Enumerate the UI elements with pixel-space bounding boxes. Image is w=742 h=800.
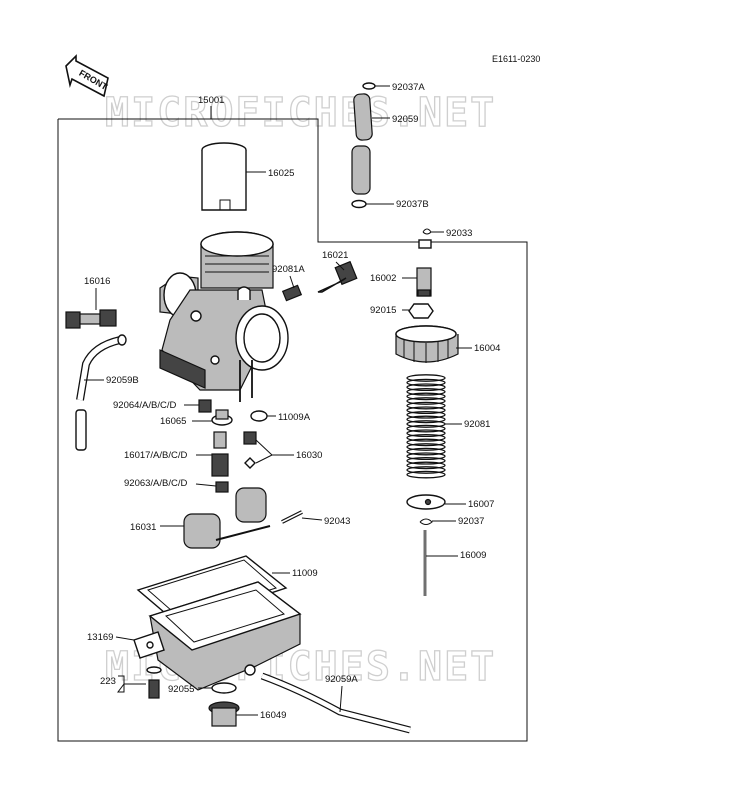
float-16031-icon xyxy=(183,487,271,549)
clip-92033-icon xyxy=(422,228,432,235)
part-label: 92081 xyxy=(464,419,490,430)
part-label: 92037B xyxy=(396,199,429,210)
plate-16007-icon xyxy=(406,494,446,510)
part-label: 92059B xyxy=(106,375,139,386)
part-label: 16007 xyxy=(468,499,494,510)
part-label: 92033 xyxy=(446,228,472,239)
float-bowl-icon xyxy=(148,581,302,691)
tube-92059-icon xyxy=(351,82,376,209)
bracket-13169-icon xyxy=(133,631,165,659)
oring-92055-icon xyxy=(211,682,237,694)
part-labels: 92037A 92059 92037B 16025 92033 16021 92081A 16… xyxy=(84,82,500,721)
leader-line xyxy=(117,675,146,693)
part-label: 92059 xyxy=(392,114,418,125)
part-label: 92055 xyxy=(168,684,194,695)
jet-16017-icon xyxy=(211,431,229,477)
clip-92037-icon xyxy=(419,518,433,525)
leader-line xyxy=(289,275,295,289)
ring-11009A-icon xyxy=(250,410,268,422)
part-label: 16031 xyxy=(130,522,156,533)
part-label: 223 xyxy=(100,676,116,687)
leader-line xyxy=(339,685,343,713)
drawing-code: E1611-0230 xyxy=(492,54,540,64)
part-label: 92081A xyxy=(272,264,305,275)
leader-line xyxy=(335,261,345,271)
leader-line xyxy=(115,636,135,641)
assembly-frame xyxy=(57,118,528,742)
part-label: 92015 xyxy=(370,305,396,316)
part-label: 11009A xyxy=(278,412,311,423)
leader-line xyxy=(195,483,217,487)
hose-92059B-icon xyxy=(75,334,127,451)
part-label: 92059A xyxy=(325,674,358,685)
spring-92081-icon xyxy=(406,374,446,479)
assembly-number: 15001 xyxy=(198,95,224,106)
front-arrow-icon: FRONT xyxy=(65,54,110,98)
part-label: 16065 xyxy=(160,416,186,427)
part-label: 16004 xyxy=(474,343,500,354)
leader-line xyxy=(301,517,323,521)
nut-92015-icon xyxy=(408,303,434,319)
part-label: 16025 xyxy=(268,168,294,179)
cap-16004-icon xyxy=(395,325,459,363)
screw-223-icon xyxy=(146,666,162,699)
carburetor-body-icon xyxy=(159,231,289,402)
cap-16025-icon xyxy=(201,142,247,211)
screw-16021-icon xyxy=(317,260,358,293)
part-label: 16009 xyxy=(460,550,486,561)
jet-16030-icon xyxy=(243,431,257,469)
plug-16049-icon xyxy=(208,701,240,727)
leader-line xyxy=(255,439,294,464)
watermark-top: MICROFICHES.NET xyxy=(105,90,496,136)
pilot-screw-92064-icon xyxy=(198,399,233,426)
screw-16016-icon xyxy=(65,309,117,329)
part-label: 13169 xyxy=(87,632,113,643)
part-label: 16049 xyxy=(260,710,286,721)
spring-92081A-icon xyxy=(281,284,303,302)
part-label: 11009 xyxy=(292,568,318,579)
part-label: 92037A xyxy=(392,82,425,93)
part-label: 16021 xyxy=(322,250,348,261)
part-label: 92064/A/B/C/D xyxy=(113,400,177,411)
part-label: 16002 xyxy=(370,273,396,284)
part-label: 16030 xyxy=(296,450,322,461)
part-label: 92043 xyxy=(324,516,350,527)
part-label: 92063/A/B/C/D xyxy=(124,478,188,489)
part-label: 16017/A/B/C/D xyxy=(124,450,188,461)
jet-92063-icon xyxy=(215,481,229,493)
part-label: 16016 xyxy=(84,276,110,287)
hose-92059A-icon xyxy=(260,672,411,734)
holder-16002-icon xyxy=(416,239,432,297)
part-label: 92037 xyxy=(458,516,484,527)
